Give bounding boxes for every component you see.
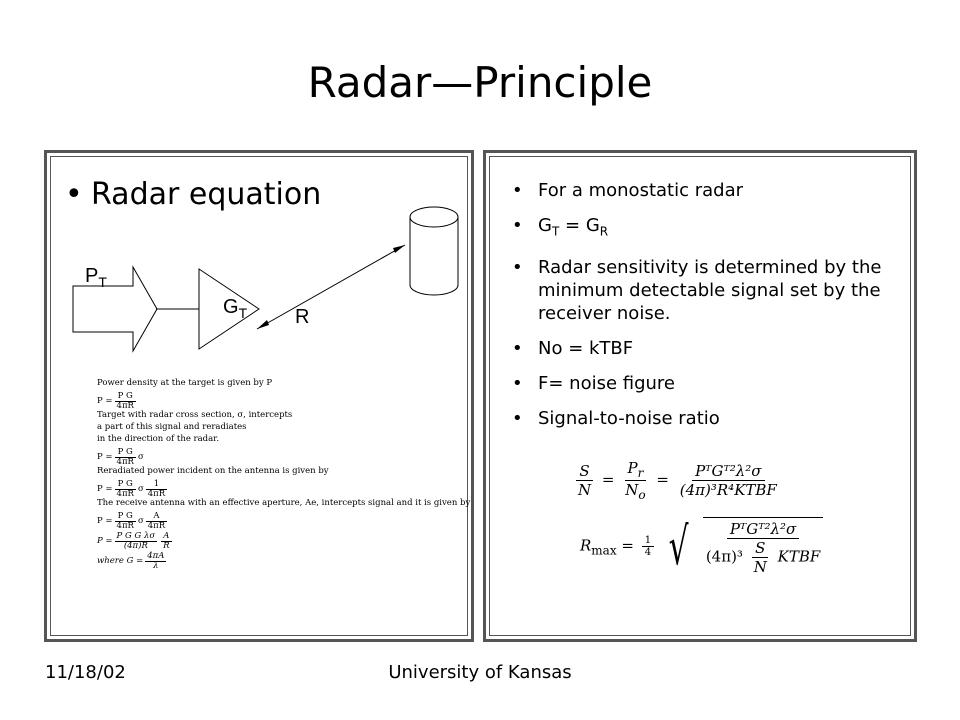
- right-panel: •For a monostatic radar •GT = GR •Radar …: [483, 150, 917, 642]
- footer-org: University of Kansas: [388, 662, 572, 683]
- target-top: [409, 206, 459, 228]
- radar-diagram: PT GT R: [72, 206, 459, 353]
- r-label: R: [295, 306, 309, 328]
- transmit-arrow-shape: [72, 265, 158, 353]
- list-item: •F= noise figure: [512, 372, 676, 394]
- footer-date: 11/18/02: [45, 662, 126, 683]
- gt-label: GT: [223, 296, 248, 321]
- radar-equation-heading: •Radar equation: [65, 177, 322, 212]
- list-item: •For a monostatic radar: [512, 180, 743, 201]
- list-item: •Radar sensitivity is determined by the …: [512, 256, 882, 324]
- list-item: •No = kTBF: [512, 337, 634, 359]
- left-panel: •Radar equation PT GT R Power density at…: [44, 150, 474, 642]
- antenna-triangle: [198, 268, 260, 350]
- right-bullet-list: •For a monostatic radar •GT = GR •Radar …: [512, 179, 912, 442]
- slide-title: Radar—Principle: [307, 58, 653, 107]
- derivation-block: Power density at the target is given by …: [97, 378, 471, 571]
- root-sign: √: [668, 516, 689, 577]
- pt-label: PT: [85, 265, 107, 290]
- range-line: [256, 244, 406, 330]
- list-item: •Signal-to-noise ratio: [512, 407, 720, 429]
- list-item: •GT = GR: [512, 215, 609, 239]
